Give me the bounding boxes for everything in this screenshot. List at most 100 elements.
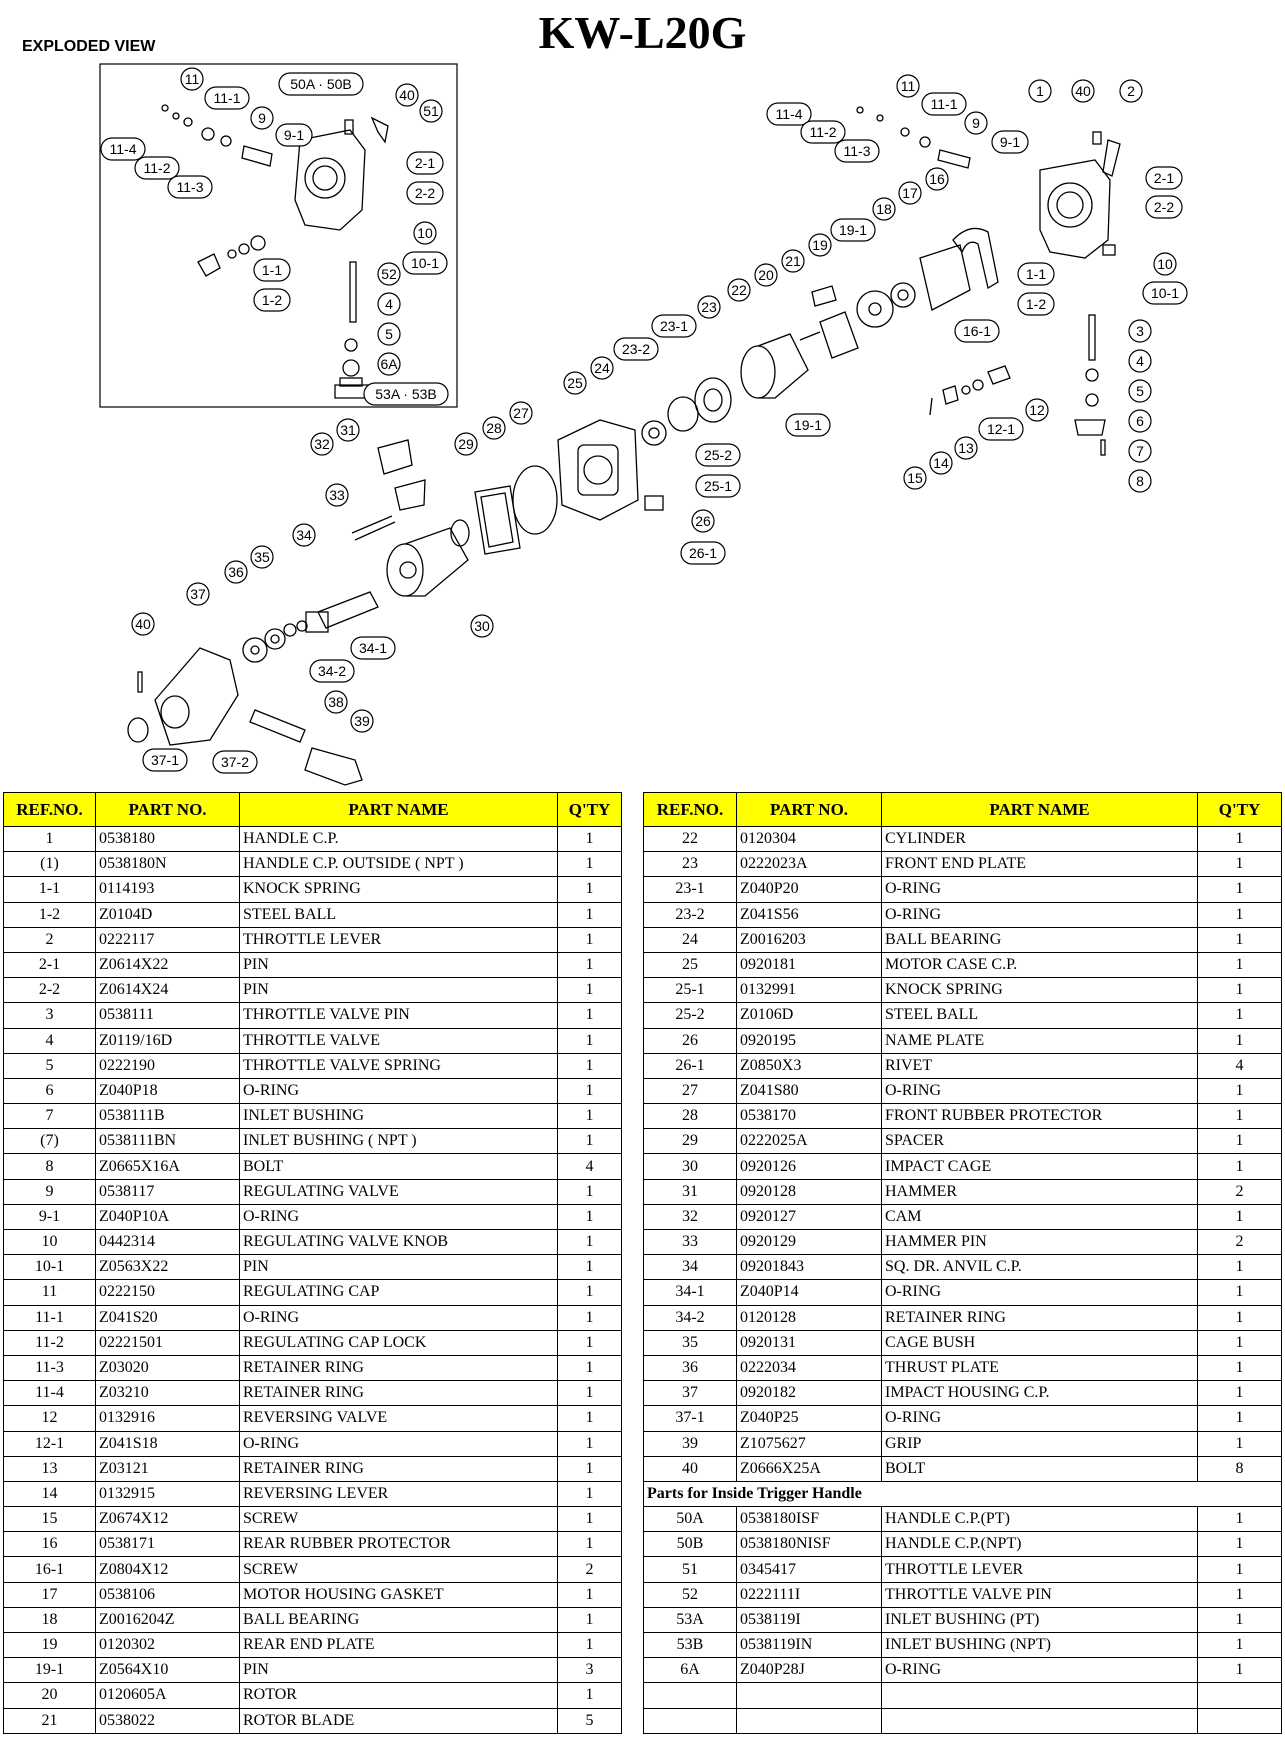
part-name-cell: O-RING <box>881 1405 1198 1432</box>
part-name-cell: REGULATING CAP LOCK <box>239 1329 558 1356</box>
callout-balloon: 3 <box>1128 319 1152 343</box>
callout-balloon: 9-1 <box>275 123 313 147</box>
ref-no-cell: 34-2 <box>643 1304 737 1331</box>
ref-no-cell: 9 <box>3 1178 96 1205</box>
part-no-cell: 0442314 <box>95 1228 240 1256</box>
callout-label: 31 <box>340 422 356 438</box>
callout-label: 9-1 <box>1000 134 1020 150</box>
qty-cell: 1 <box>1197 951 1282 979</box>
inset-frame <box>99 63 458 408</box>
callout-label: 2 <box>1127 83 1135 99</box>
part-name-cell: REGULATING CAP <box>239 1279 558 1306</box>
part-no-cell: 02221501 <box>95 1329 240 1356</box>
callout-label: 2-2 <box>1154 199 1174 215</box>
callout-label: 11-4 <box>110 141 137 157</box>
ref-no-cell: 25-2 <box>643 1002 737 1029</box>
ref-no-cell: 24 <box>643 926 737 953</box>
callout-label: 37-2 <box>221 754 249 770</box>
part-no-cell: 0538171 <box>95 1531 240 1558</box>
empty-cell <box>736 1682 882 1709</box>
callout-label: 9 <box>258 110 266 126</box>
callout-balloon: 11-1 <box>204 86 250 110</box>
callout-balloon: 11-3 <box>834 139 880 163</box>
part-name-cell: HAMMER PIN <box>881 1228 1198 1256</box>
callout-balloon: 12 <box>1025 398 1049 422</box>
part-name-cell: GRIP <box>881 1430 1198 1457</box>
ref-no-cell: 19-1 <box>3 1657 96 1684</box>
part-name-cell: HAMMER <box>881 1178 1198 1205</box>
qty-cell: 1 <box>557 1405 622 1432</box>
col-header-part-name: PART NAME <box>239 792 558 827</box>
diagram-caption: EXPLODED VIEW <box>22 38 156 55</box>
callout-balloon: 11-3 <box>167 175 213 199</box>
part-no-cell: Z03121 <box>95 1455 240 1482</box>
qty-cell: 1 <box>1197 1203 1282 1231</box>
part-name-cell: MOTOR HOUSING GASKET <box>239 1581 558 1608</box>
part-no-cell: Z041S18 <box>95 1430 240 1457</box>
ref-no-cell: 29 <box>643 1128 737 1155</box>
callout-label: 12-1 <box>987 421 1015 437</box>
qty-cell: 1 <box>1197 901 1282 928</box>
ref-no-cell: 35 <box>643 1329 737 1356</box>
callout-balloon: 6 <box>1128 409 1152 433</box>
ref-no-cell: 23-2 <box>643 901 737 928</box>
part-no-cell: 0132991 <box>736 977 882 1004</box>
callout-label: 14 <box>933 455 949 471</box>
callout-label: 11-3 <box>844 143 871 159</box>
qty-cell: 1 <box>557 1480 622 1508</box>
qty-cell: 1 <box>1197 825 1282 853</box>
part-no-cell: Z040P18 <box>95 1077 240 1105</box>
part-no-cell: Z041S20 <box>95 1304 240 1331</box>
part-name-cell: STEEL BALL <box>239 901 558 928</box>
callout-label: 40 <box>135 616 151 632</box>
empty-row <box>643 1707 1282 1734</box>
callout-label: 24 <box>594 360 610 376</box>
part-name-cell: REVERSING VALVE <box>239 1405 558 1432</box>
callout-label: 19-1 <box>839 222 867 238</box>
callout-balloon: 1 <box>1028 79 1052 103</box>
callout-label: 50A · 50B <box>290 76 352 92</box>
callout-label: 23-1 <box>660 318 688 334</box>
qty-cell: 1 <box>1197 1128 1282 1155</box>
part-no-cell: 0538111 <box>95 1002 240 1029</box>
qty-cell: 1 <box>1197 1103 1282 1130</box>
ref-no-cell: 2-1 <box>3 951 96 979</box>
callout-label: 11 <box>901 78 916 94</box>
callout-label: 10 <box>417 225 433 241</box>
ref-no-cell: 37-1 <box>643 1405 737 1432</box>
callout-label: 35 <box>254 549 270 565</box>
part-name-cell: INLET BUSHING (PT) <box>881 1606 1198 1634</box>
part-name-cell: REGULATING VALVE KNOB <box>239 1228 558 1256</box>
qty-cell: 4 <box>557 1153 622 1180</box>
ref-no-cell: 23-1 <box>643 876 737 903</box>
qty-cell: 2 <box>557 1556 622 1583</box>
qty-cell: 1 <box>1197 1153 1282 1180</box>
callout-balloon: 40 <box>131 612 155 636</box>
callout-label: 1-2 <box>262 292 282 308</box>
part-name-cell: O-RING <box>239 1304 558 1331</box>
part-name-cell: RETAINER RING <box>239 1380 558 1407</box>
qty-cell: 1 <box>557 1354 622 1382</box>
part-no-cell: Z0119/16D <box>95 1027 240 1054</box>
callout-balloon: 10-1 <box>402 251 448 275</box>
callout-label: 32 <box>314 436 330 452</box>
callout-balloon: 25-1 <box>695 474 741 498</box>
part-no-cell: 0132916 <box>95 1405 240 1432</box>
part-name-cell: THROTTLE VALVE PIN <box>881 1581 1198 1608</box>
qty-cell: 1 <box>557 1329 622 1356</box>
col-header-qty: Q'TY <box>1197 792 1282 827</box>
empty-cell <box>881 1707 1198 1734</box>
